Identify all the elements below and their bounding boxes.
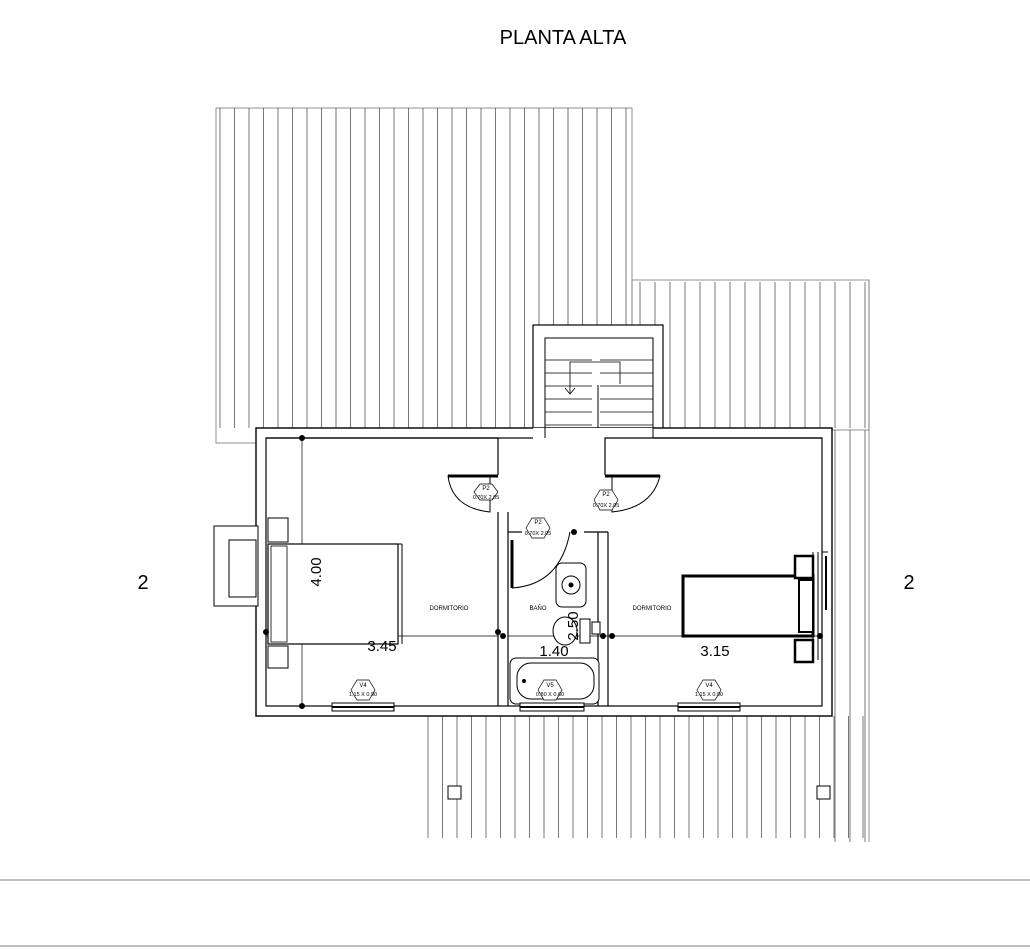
column-left <box>447 785 462 800</box>
toilet <box>552 616 578 646</box>
door-tag-code: P2 <box>534 520 542 526</box>
door-tag-code: P2 <box>482 486 490 492</box>
window-tag-right: V4 1.15 X 0.90 <box>695 679 723 701</box>
window-tag-left: V4 1.15 X 0.90 <box>349 679 377 701</box>
door-tag-left: P2 0.70X 2.05 <box>473 483 500 501</box>
dimension-bath-depth: 2.50 <box>565 611 582 640</box>
window-tag-size: 0.80 X 0.60 <box>536 692 564 698</box>
axis-label-left: 2 <box>137 572 148 594</box>
dimension-bedroom-left-width: 3.45 <box>367 638 396 655</box>
door-right <box>605 474 661 513</box>
window-tag-code: V4 <box>705 683 713 689</box>
window-tag-code: V5 <box>546 683 554 689</box>
bed-left <box>267 517 403 669</box>
window-right <box>677 702 741 712</box>
stair-core <box>532 324 664 455</box>
dimension-bath-width: 1.40 <box>539 643 568 660</box>
window-tag-bath: V5 0.80 X 0.60 <box>536 679 564 701</box>
window-tag-size: 1.15 X 0.90 <box>695 692 723 698</box>
door-tag-bath: P2 0.70X 2.05 <box>525 517 552 539</box>
door-tag-code: P2 <box>602 492 610 498</box>
room-label-bathroom: BAÑO <box>529 605 546 612</box>
plan-title: PLANTA ALTA <box>500 27 627 49</box>
axis-label-right: 2 <box>903 572 914 594</box>
room-label-bedroom-right: DORMITORIO <box>633 606 672 612</box>
column-right <box>816 785 831 800</box>
window-tag-size: 1.15 X 0.90 <box>349 692 377 698</box>
window-tag-code: V4 <box>359 683 367 689</box>
dimension-bedroom-right-width: 3.15 <box>700 643 729 660</box>
chimney <box>213 525 259 607</box>
door-tag-size: 0.70X 2.05 <box>473 495 500 501</box>
door-tag-size: 0.70X 2.05 <box>593 503 620 509</box>
door-tag-right: P2 0.70X 2.05 <box>593 489 620 511</box>
bed-right <box>681 551 828 664</box>
dimension-points <box>263 435 823 709</box>
roof-upper-left <box>215 107 633 444</box>
window-left <box>331 702 395 712</box>
dimension-bedroom-left-height: 4.00 <box>308 557 325 586</box>
room-label-bedroom-left: DORMITORIO <box>430 606 469 612</box>
door-bath <box>510 531 571 589</box>
door-tag-size: 0.70X 2.05 <box>525 531 552 537</box>
window-bath <box>519 702 585 712</box>
roof-lower <box>427 716 864 838</box>
bathroom-fixtures <box>509 562 601 705</box>
